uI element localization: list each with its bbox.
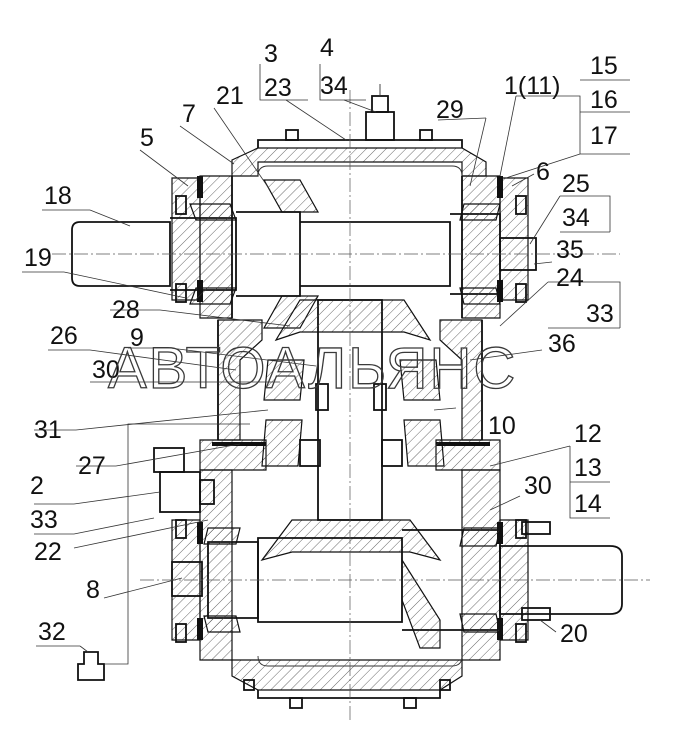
callout-20: 20 [560, 620, 588, 648]
leader-lines [22, 64, 630, 653]
callout-13: 13 [574, 454, 602, 482]
callout-4: 4 [320, 34, 334, 62]
watermark-text: АВТОАЛЬЯНС [108, 336, 517, 401]
callout-15: 15 [590, 52, 618, 80]
callout-34-right: 34 [562, 204, 590, 232]
callout-16: 16 [590, 86, 618, 114]
callout-35: 35 [556, 236, 584, 264]
callout-23: 23 [264, 74, 292, 102]
callout-33-left: 33 [30, 506, 58, 534]
callout-9: 9 [130, 324, 144, 352]
callout-5: 5 [140, 124, 154, 152]
breather-plug [365, 84, 395, 141]
callout-labels: 1(11) 2 3 4 5 6 7 8 9 10 12 13 14 15 16 … [24, 34, 618, 648]
callout-12: 12 [574, 420, 602, 448]
callout-29: 29 [436, 96, 464, 124]
callout-7: 7 [182, 100, 196, 128]
callout-30-right: 30 [524, 472, 552, 500]
callout-32: 32 [38, 618, 66, 646]
callout-3: 3 [264, 40, 278, 68]
callout-24: 24 [556, 264, 584, 292]
callout-18: 18 [44, 182, 72, 210]
callout-19: 19 [24, 244, 52, 272]
lower-shaft [171, 521, 623, 649]
callout-36: 36 [548, 330, 576, 358]
lube-nipple [77, 423, 250, 681]
callout-26: 26 [50, 322, 78, 350]
callout-22: 22 [34, 538, 62, 566]
callout-27: 27 [78, 452, 106, 480]
callout-6: 6 [536, 158, 550, 186]
callout-8: 8 [86, 576, 100, 604]
callout-2: 2 [30, 472, 44, 500]
callout-33-right: 33 [586, 300, 614, 328]
callout-14: 14 [574, 490, 602, 518]
callout-28: 28 [112, 296, 140, 324]
callout-17: 17 [590, 122, 618, 150]
center-lines [52, 90, 650, 720]
callout-21: 21 [216, 82, 244, 110]
callout-30-left: 30 [92, 356, 120, 384]
vertical-shaft [260, 299, 445, 562]
callout-1-11: 1(11) [504, 72, 561, 100]
callout-25: 25 [562, 170, 590, 198]
callout-10: 10 [488, 412, 516, 440]
callout-31: 31 [34, 416, 62, 444]
callout-34-top: 34 [320, 72, 348, 100]
